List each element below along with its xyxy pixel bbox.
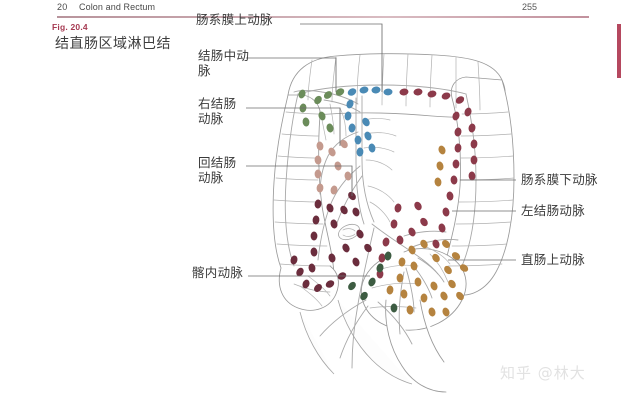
lymph-nodes-crimson — [376, 88, 478, 279]
label-left-colic-artery: 左结肠动脉 — [521, 203, 586, 218]
colon-outline — [272, 53, 515, 393]
lymph-nodes-blue — [344, 86, 393, 157]
appendix-and-bowel-detail — [338, 223, 360, 241]
label-right-colic-artery: 右结肠 动脉 — [198, 96, 237, 126]
leader-ileocolic — [246, 165, 353, 196]
label-internal-iliac-artery: 髂内动脉 — [192, 265, 244, 280]
label-inferior-mesenteric-artery: 肠系膜下动脉 — [521, 172, 598, 187]
lymph-nodes-darkgreen — [348, 251, 398, 313]
label-superior-rectal-artery: 直肠上动脉 — [521, 252, 586, 267]
label-superior-mesenteric-artery: 肠系膜上动脉 — [196, 12, 273, 27]
figure-number: Fig. 20.4 — [52, 22, 88, 32]
watermark: 知乎 @林大 — [500, 364, 586, 382]
chapter-number: 20 — [57, 2, 68, 12]
lymph-nodes-pink — [314, 139, 352, 195]
figure-caption: 结直肠区域淋巴结 — [55, 36, 171, 52]
leader-middle-colic — [246, 57, 337, 92]
label-ileocolic-artery: 回结肠 动脉 — [198, 155, 237, 185]
running-head: 20 Colon and Rectum 255 — [57, 2, 537, 16]
label-middle-colic-artery: 结肠中动 脉 — [198, 48, 250, 78]
edge-tab-bar — [617, 24, 621, 78]
leader-lines — [246, 23, 516, 277]
leader-right-colic — [246, 107, 341, 146]
lymph-nodes-gold — [386, 145, 469, 317]
page-folio: 255 — [521, 2, 537, 12]
leader-sma — [300, 23, 383, 92]
header-rule — [57, 16, 589, 18]
running-head-title: Colon and Rectum — [79, 2, 156, 12]
